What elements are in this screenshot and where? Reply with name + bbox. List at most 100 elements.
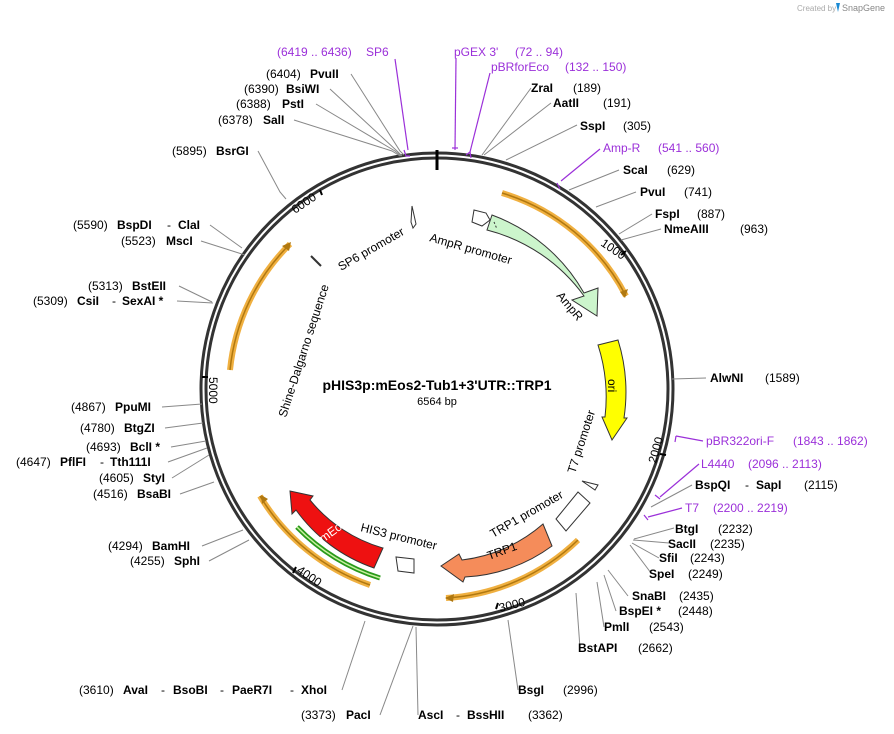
site-name: BsoBI bbox=[173, 683, 208, 697]
site-position: (963) bbox=[740, 222, 768, 236]
site-name: MscI bbox=[166, 234, 193, 248]
site-separator: - bbox=[161, 683, 165, 697]
orf-arc-left-line bbox=[229, 243, 291, 371]
site-position: (2543) bbox=[649, 620, 684, 634]
site-name: PacI bbox=[346, 708, 371, 722]
leader-sali bbox=[293, 119, 401, 157]
leader-bsgi bbox=[507, 619, 519, 691]
site-position: (3610) bbox=[79, 683, 114, 697]
site-name: AscI bbox=[418, 708, 443, 722]
site-name: Tth111I bbox=[110, 455, 151, 469]
tick-4000 bbox=[292, 566, 297, 574]
primer-name: Amp-R bbox=[603, 141, 641, 155]
site-name: BamHI bbox=[152, 539, 190, 553]
site-position: (4780) bbox=[80, 421, 115, 435]
primer-position: (6419 .. 6436) bbox=[277, 45, 352, 59]
leader-bspqi bbox=[650, 484, 693, 508]
shine-dalgarno-mark bbox=[310, 255, 322, 267]
ampr-promoter-label: AmpR promoter bbox=[428, 230, 513, 267]
tick-label: 5000 bbox=[206, 377, 220, 404]
leader-fspi bbox=[618, 213, 653, 235]
site-name: BclI * bbox=[130, 440, 160, 454]
site-position: (2115) bbox=[804, 478, 838, 492]
site-name: BspEI * bbox=[619, 604, 661, 618]
leader-csii bbox=[176, 300, 214, 304]
site-name: BsgI bbox=[518, 683, 544, 697]
t7-promoter-arrow bbox=[581, 480, 599, 491]
ori-label: ori bbox=[605, 379, 619, 392]
leader-bsabi bbox=[179, 481, 215, 495]
site-position: (2249) bbox=[688, 567, 723, 581]
leader-bsrgi bbox=[257, 150, 287, 200]
sp6-promoter-arrow bbox=[410, 205, 417, 230]
tick-6000 bbox=[319, 189, 323, 196]
primer-position: (2200 .. 2219) bbox=[713, 501, 788, 515]
leader-sphi bbox=[208, 539, 250, 562]
tick-label: 4000 bbox=[294, 563, 324, 590]
primer-arrow-sp6 bbox=[403, 149, 410, 157]
site-position: (2662) bbox=[638, 641, 673, 655]
meos2-gene-arrow bbox=[289, 490, 384, 569]
leader-avai bbox=[341, 620, 366, 691]
site-position: (2996) bbox=[563, 683, 598, 697]
primer-name: pBRforEco bbox=[491, 60, 549, 74]
site-name: AatII bbox=[553, 96, 579, 110]
site-name: CsiI bbox=[77, 294, 99, 308]
site-name: SexAI * bbox=[122, 294, 164, 308]
site-position: (3373) bbox=[301, 708, 336, 722]
trp1-gene-arrow bbox=[440, 523, 553, 583]
site-position: (4867) bbox=[71, 400, 106, 414]
ori-arrow bbox=[597, 339, 628, 442]
leader-pvui bbox=[595, 191, 637, 208]
leader-nmeaiii bbox=[620, 228, 662, 241]
site-position: (191) bbox=[603, 96, 631, 110]
site-position: (2235) bbox=[710, 537, 745, 551]
site-position: (887) bbox=[697, 207, 725, 221]
orf-arrowhead bbox=[620, 289, 628, 298]
site-position: (6378) bbox=[218, 113, 253, 127]
site-separator: - bbox=[290, 683, 294, 697]
orf-arrowhead bbox=[445, 594, 454, 602]
snapgene-logo-icon bbox=[836, 3, 840, 12]
orf-arc-trp1-line bbox=[445, 539, 579, 599]
site-name: BtgI bbox=[675, 522, 698, 536]
orf-arc-ampr-line bbox=[501, 192, 627, 297]
site-name: SacII bbox=[668, 537, 696, 551]
trp1-promoter-label: TRP1 promoter bbox=[488, 487, 566, 540]
backbone bbox=[199, 150, 675, 627]
primer-arrow-t7 bbox=[643, 514, 649, 521]
site-position: (305) bbox=[623, 119, 651, 133]
site-name: SphI bbox=[174, 554, 200, 568]
site-separator: - bbox=[456, 708, 460, 722]
primer-leader-pbrforeco bbox=[469, 72, 491, 153]
t7-promoter-label: T7 promoter bbox=[565, 408, 599, 474]
ampr-junction bbox=[493, 221, 498, 230]
leader-pvuii bbox=[350, 73, 405, 156]
site-name: SalI bbox=[263, 113, 284, 127]
leader-bstapi bbox=[575, 592, 581, 649]
ampr-promoter-arrow bbox=[471, 209, 491, 227]
primer-position: (72 .. 94) bbox=[515, 45, 563, 59]
site-name: BstEII bbox=[132, 279, 166, 293]
primer-labels: (6419 .. 6436) SP6 pGEX 3' (72 .. 94) pB… bbox=[277, 45, 868, 515]
orf-arc-meos2-line bbox=[259, 495, 371, 586]
site-leaders bbox=[161, 73, 707, 716]
site-position: (6390) bbox=[244, 82, 279, 96]
leader-alwni bbox=[671, 377, 707, 380]
leader-asci bbox=[415, 626, 419, 716]
leader-btgi bbox=[633, 527, 675, 540]
primer-name: pGEX 3' bbox=[454, 45, 498, 59]
orf-arcs bbox=[227, 190, 629, 602]
site-name: AlwNI bbox=[710, 371, 743, 385]
plasmid-name: pHIS3p:mEos2-Tub1+3'UTR::TRP1 bbox=[322, 377, 551, 393]
leader-bsiwi bbox=[329, 88, 403, 157]
primer-name: SP6 bbox=[366, 45, 389, 59]
site-name: XhoI bbox=[301, 683, 327, 697]
leader-sspi bbox=[505, 124, 578, 161]
site-name: PaeR7I bbox=[232, 683, 272, 697]
site-position: (2243) bbox=[690, 551, 725, 565]
features bbox=[289, 205, 628, 583]
leader-sacii bbox=[632, 539, 670, 544]
site-position: (4516) bbox=[93, 487, 128, 501]
primer-arrow-ampr bbox=[556, 182, 561, 190]
